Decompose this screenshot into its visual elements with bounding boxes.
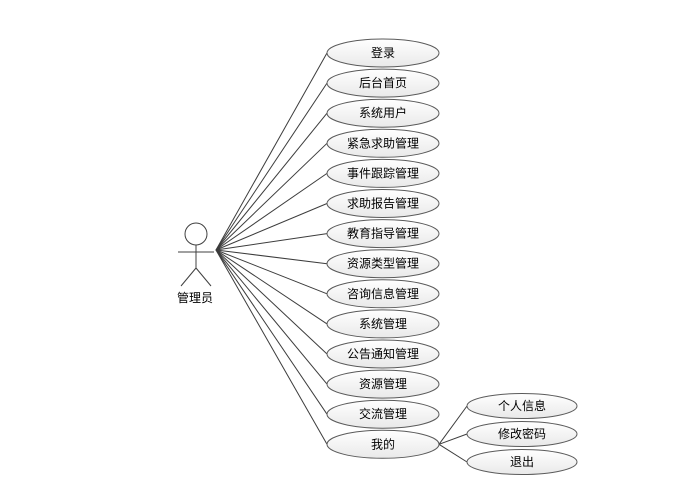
use-case-label: 咨询信息管理 (347, 286, 419, 301)
use-case[interactable]: 资源管理 (326, 369, 440, 399)
association-line (215, 52, 328, 251)
use-case-label: 交流管理 (359, 406, 407, 421)
use-case-label: 事件跟踪管理 (347, 165, 419, 180)
use-case[interactable]: 交流管理 (326, 399, 440, 429)
association-line (215, 203, 328, 251)
use-case-label: 求助报告管理 (347, 196, 419, 211)
use-case[interactable]: 公告通知管理 (326, 339, 440, 369)
use-case[interactable]: 咨询信息管理 (326, 279, 440, 309)
sub-association-line (438, 405, 468, 445)
sub-use-case[interactable]: 退出 (466, 449, 578, 475)
use-case-ellipse[interactable] (326, 279, 440, 309)
use-case-label: 资源管理 (359, 376, 407, 391)
use-case-label: 公告通知管理 (347, 346, 419, 361)
sub-use-case[interactable]: 修改密码 (466, 421, 578, 447)
association-line (215, 249, 328, 265)
use-case-label: 资源类型管理 (347, 256, 419, 271)
use-case-label: 紧急求助管理 (347, 135, 419, 150)
association-line (215, 233, 328, 251)
use-case-ellipse[interactable] (326, 219, 440, 249)
use-cases: 登录后台首页系统用户紧急求助管理事件跟踪管理求助报告管理教育指导管理资源类型管理… (326, 38, 440, 459)
sub-use-case-ellipse[interactable] (466, 421, 578, 447)
sub-use-case[interactable]: 个人信息 (466, 393, 578, 419)
use-case-ellipse[interactable] (326, 68, 440, 98)
use-case-ellipse[interactable] (326, 309, 440, 339)
use-case-label: 系统用户 (359, 105, 407, 120)
sub-use-case-label: 修改密码 (498, 426, 546, 441)
use-case[interactable]: 系统用户 (326, 98, 440, 128)
sub-use-case-label: 个人信息 (498, 398, 546, 413)
sub-association-line (438, 433, 468, 445)
actor-right-leg (195, 267, 212, 287)
use-case-label: 登录 (371, 45, 395, 60)
actor-admin: 管理员 (177, 222, 214, 305)
actor-left-leg (180, 267, 197, 287)
use-case-label: 我的 (371, 436, 395, 451)
association-line (215, 249, 328, 445)
use-case[interactable]: 登录 (326, 38, 440, 68)
use-case[interactable]: 资源类型管理 (326, 249, 440, 279)
association-line (215, 172, 328, 251)
use-case-ellipse[interactable] (326, 429, 440, 459)
association-line (215, 249, 328, 355)
use-case[interactable]: 教育指导管理 (326, 219, 440, 249)
association-line (215, 249, 328, 325)
association-line (215, 249, 328, 385)
sub-association-line (438, 443, 468, 463)
use-case[interactable]: 紧急求助管理 (326, 128, 440, 158)
sub-use-case-ellipse[interactable] (466, 393, 578, 419)
use-case-label: 教育指导管理 (347, 226, 419, 241)
use-case-label: 系统管理 (359, 316, 407, 331)
use-case-ellipse[interactable] (326, 339, 440, 369)
use-case-label: 后台首页 (359, 75, 407, 90)
use-case-ellipse[interactable] (326, 369, 440, 399)
association-line (215, 249, 328, 295)
association-line (215, 249, 328, 415)
use-case[interactable]: 求助报告管理 (326, 189, 440, 218)
use-case[interactable]: 系统管理 (326, 309, 440, 339)
actor-name: 管理员 (177, 290, 213, 305)
sub-use-case-ellipse[interactable] (466, 449, 578, 475)
use-case-ellipse[interactable] (326, 158, 440, 188)
association-lines (215, 52, 468, 463)
use-case[interactable]: 后台首页 (326, 68, 440, 98)
association-line (215, 82, 328, 251)
association-line (215, 112, 328, 251)
sub-use-case-label: 退出 (510, 455, 534, 469)
association-line (215, 142, 328, 251)
actor-head (184, 222, 208, 246)
use-case-ellipse[interactable] (326, 128, 440, 158)
use-case[interactable]: 事件跟踪管理 (326, 158, 440, 188)
use-case-ellipse[interactable] (326, 399, 440, 429)
use-case-ellipse[interactable] (326, 98, 440, 128)
use-case-ellipse[interactable] (326, 38, 440, 68)
use-case[interactable]: 我的 (326, 429, 440, 459)
use-case-ellipse[interactable] (326, 189, 440, 218)
use-case-ellipse[interactable] (326, 249, 440, 279)
